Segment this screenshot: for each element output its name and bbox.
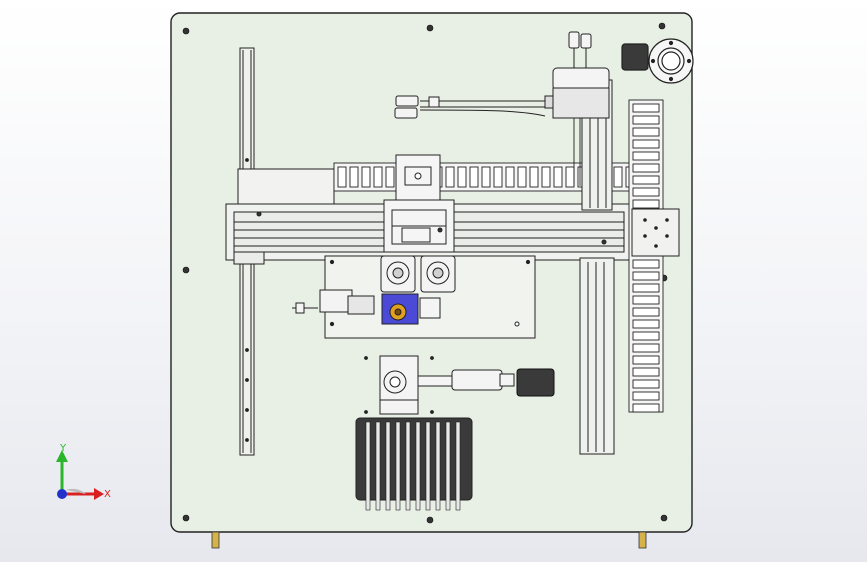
sensor-block-dark [516,368,555,397]
chain-link [632,151,660,161]
chain-link [632,127,660,137]
chain-link [632,391,660,401]
chain-link [632,271,660,281]
chain-link [349,166,359,188]
chain-link [632,319,660,329]
twin-cylinders [380,255,456,293]
chain-link [632,139,660,149]
z-axis-head [383,154,455,253]
gantry-housing [237,168,335,205]
chain-link [632,307,660,317]
chain-link [361,166,371,188]
flange-bearing [621,38,694,84]
heat-sink-fin [365,421,371,511]
chain-link [632,163,660,173]
right-mount-plate [631,208,680,257]
triad-x-label: X [104,489,111,500]
coordinate-triad: Y X [56,443,111,500]
chain-link [469,166,479,188]
pillow-block [364,355,515,415]
chain-link [553,166,563,188]
chain-link [632,115,660,125]
chain-link [632,187,660,197]
y-axis-beam [579,79,615,455]
plate-holes [182,22,668,524]
heat-sink [355,417,473,511]
foot-right [638,531,647,549]
chain-link [632,283,660,293]
chain-link [565,166,575,188]
heat-sink-fin [395,421,401,511]
gripper-assembly [292,289,441,325]
chain-link [632,199,660,209]
chain-link [632,355,660,365]
heat-sink-fin [435,421,441,511]
chain-link [541,166,551,188]
chain-link [505,166,515,188]
vertical-cables [573,118,581,186]
chain-link [632,295,660,305]
cable-assembly [394,95,546,119]
chain-link [373,166,383,188]
chain-link [632,175,660,185]
heat-sink-fin [385,421,391,511]
triad-y-label: Y [59,443,67,454]
heat-sink-fin [415,421,421,511]
chain-link [529,166,539,188]
chain-link [481,166,491,188]
heat-sink-fin [405,421,411,511]
chain-link [632,103,660,113]
chain-link [445,166,455,188]
foot-left [211,531,220,549]
chain-link [493,166,503,188]
chain-link [632,343,660,353]
chain-link [632,379,660,389]
chain-link [632,259,660,269]
chain-link [632,331,660,341]
servo-motor [544,31,610,119]
heat-sink-fin [455,421,461,511]
chain-link [613,166,623,188]
heat-sink-fin [375,421,381,511]
chain-link [517,166,527,188]
chain-link [457,166,467,188]
heat-sink-fin [445,421,451,511]
heat-sink-fin [425,421,431,511]
chain-link [385,166,395,188]
chain-link [632,403,660,413]
chain-link [337,166,347,188]
chain-link [632,367,660,377]
